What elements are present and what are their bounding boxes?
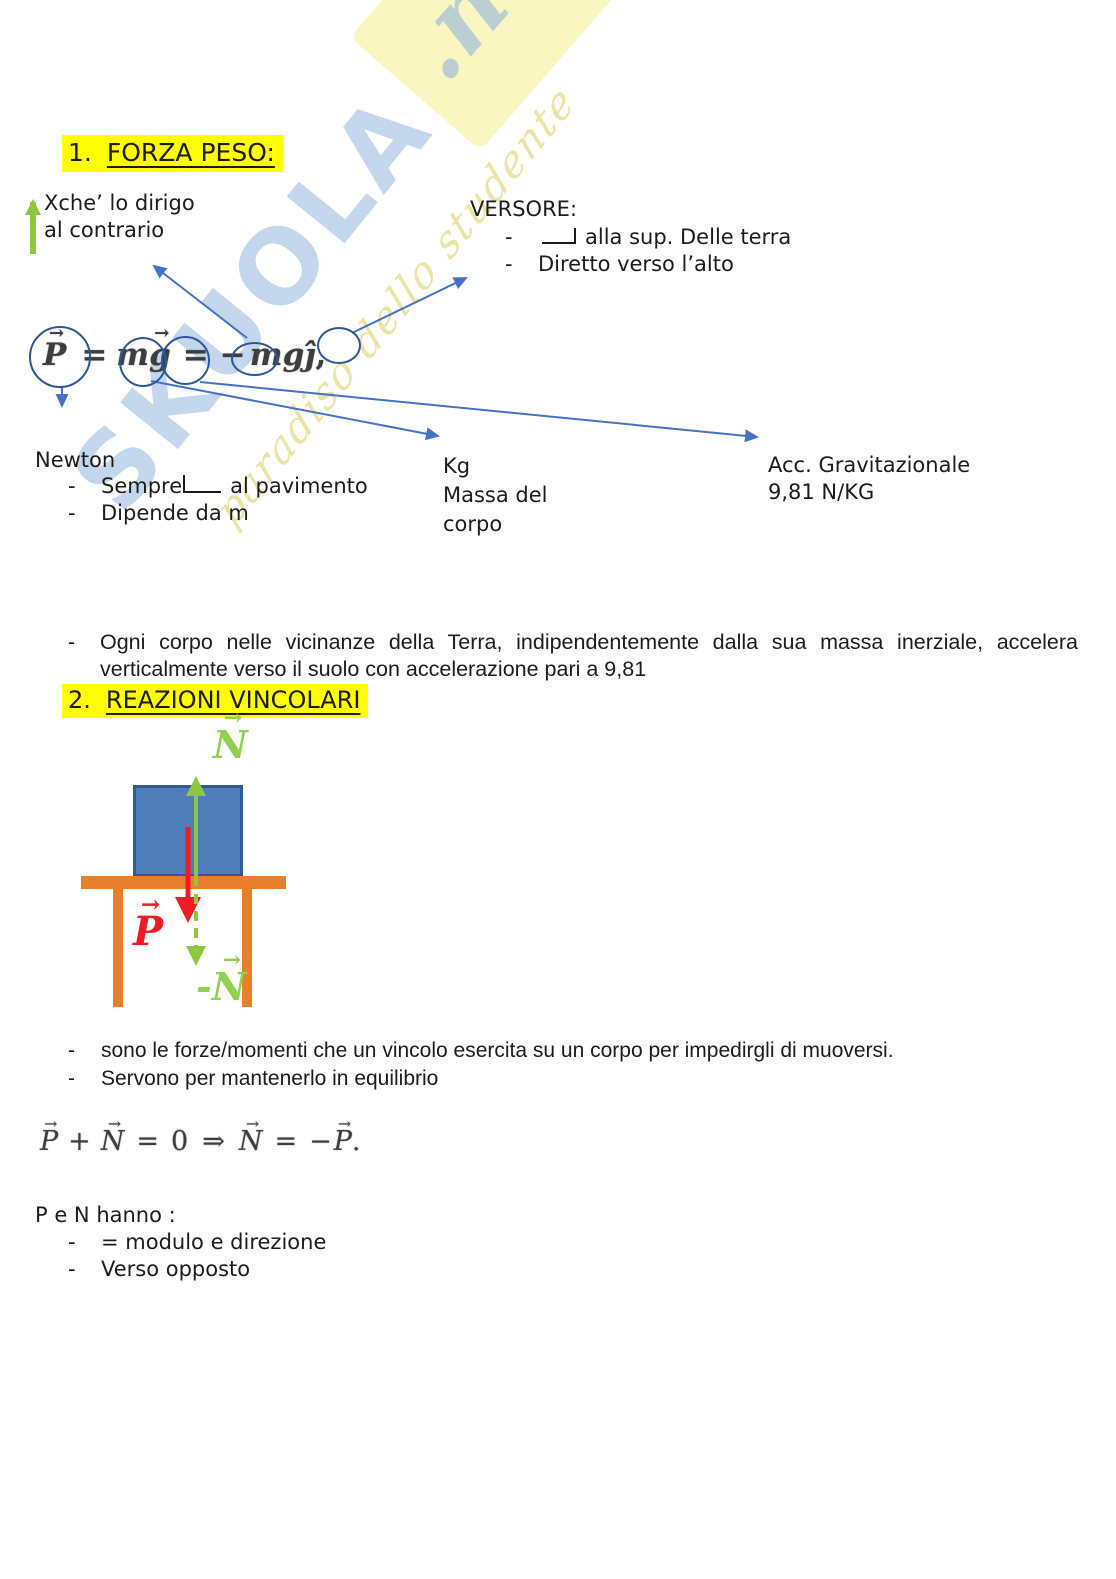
vincoli-bullet-1: - sono le forze/momenti che un vincolo e… (68, 1037, 894, 1064)
formula-P-vector: P (334, 1126, 352, 1157)
perpendicular-symbol (183, 475, 222, 493)
newton-item1-post: al pavimento (230, 474, 368, 498)
pn-item1-text: = modulo e direzione (101, 1230, 327, 1254)
newton-item2-text: Dipende da m (101, 501, 249, 525)
mass-line2: Massa del (443, 483, 548, 507)
pn-heading: P e N hanno : (35, 1203, 176, 1227)
equilibrium-formula: P + N = 0 ⇒ N = − P . (40, 1126, 361, 1157)
gravity-line2: 9,81 N/KG (768, 480, 875, 504)
newton-item-1: - Sempre al pavimento (68, 473, 368, 500)
bullet-dash: - (68, 474, 76, 498)
formula-j-hat: ĵ (304, 337, 316, 373)
gravity-label: Acc. Gravitazionale 9,81 N/KG (768, 452, 970, 506)
vincoli-bullet1-text: sono le forze/momenti che un vincolo ese… (101, 1039, 894, 1062)
normal-force-label: N (213, 722, 248, 767)
formula-N-vector: N (239, 1126, 263, 1157)
formula-P-vector: P (40, 1126, 58, 1157)
circle-annotation-minus (231, 342, 278, 376)
bullet-dash: - (68, 1067, 75, 1090)
mass-label: Kg Massa del corpo (443, 452, 548, 539)
section2-heading: 2.REAZIONI VINCOLARI (62, 684, 369, 718)
section1-number: 1. (68, 138, 92, 167)
pn-item-2: - Verso opposto (68, 1256, 250, 1283)
diagram-table-leg-right (242, 889, 252, 1007)
diagram-tabletop (81, 876, 286, 889)
versore-item-1: - alla sup. Delle terra (505, 224, 791, 251)
gravity-line1: Acc. Gravitazionale (768, 453, 971, 477)
bullet-dash: - (68, 1039, 75, 1062)
reaction-force-label: -N (196, 964, 247, 1009)
bullet-dash: - (68, 501, 76, 525)
minus-note: Xche’ lo dirigo al contrario (44, 190, 195, 244)
mass-line3: corpo (443, 512, 503, 536)
formula-dot: . (351, 1126, 361, 1157)
minus-note-line1: Xche’ lo dirigo (44, 191, 195, 215)
versore-item-2: - Diretto verso l’alto (505, 251, 734, 278)
circle-annotation-g (161, 336, 210, 385)
newton-item1-pre: Sempre (101, 474, 183, 498)
minus-prefix: - (196, 964, 212, 1009)
gravity-paragraph: Ogni corpo nelle vicinanze della Terra, … (100, 630, 1078, 681)
versore-heading: VERSORE: (470, 197, 578, 221)
circle-annotation-P (29, 326, 91, 388)
bullet-dash: - (68, 1230, 76, 1254)
zero: 0 (171, 1126, 189, 1157)
bullet-dash: - (505, 252, 513, 276)
vincoli-bullet2-text: Servono per mantenerlo in equilibrio (101, 1067, 439, 1090)
minus-note-line2: al contrario (44, 218, 165, 242)
diagram-table-leg-left (113, 889, 123, 1007)
bullet-dash: - (505, 225, 513, 249)
implies-arrow: ⇒ (202, 1126, 225, 1157)
section1-title: FORZA PESO: (106, 138, 275, 167)
mass-line1: Kg (443, 454, 471, 478)
newton-heading: Newton (35, 448, 116, 472)
versore-item1-text: alla sup. Delle terra (585, 225, 792, 249)
circle-annotation-m (119, 337, 167, 387)
bullet-dash: - (68, 631, 75, 654)
perpendicular-symbol (542, 228, 576, 244)
diagram-block (133, 785, 243, 877)
section1-heading: 1. FORZA PESO: (62, 135, 283, 172)
equals-sign: = (136, 1126, 160, 1157)
versore-item2-text: Diretto verso l’alto (538, 252, 734, 276)
pn-item2-text: Verso opposto (101, 1257, 251, 1281)
circle-annotation-jhat (317, 327, 361, 364)
newton-item-2: - Dipende da m (68, 500, 249, 527)
equals-sign: = (274, 1126, 298, 1157)
formula-N-vector: N (101, 1126, 125, 1157)
minus-sign: − (309, 1126, 332, 1157)
bullet-dash: - (68, 1257, 76, 1281)
pn-item-1: - = modulo e direzione (68, 1229, 326, 1256)
weight-force-label: P (133, 908, 163, 955)
plus-sign: + (68, 1126, 91, 1157)
section2-number: 2. (68, 686, 91, 714)
vincoli-bullet-2: - Servono per mantenerlo in equilibrio (68, 1065, 438, 1092)
